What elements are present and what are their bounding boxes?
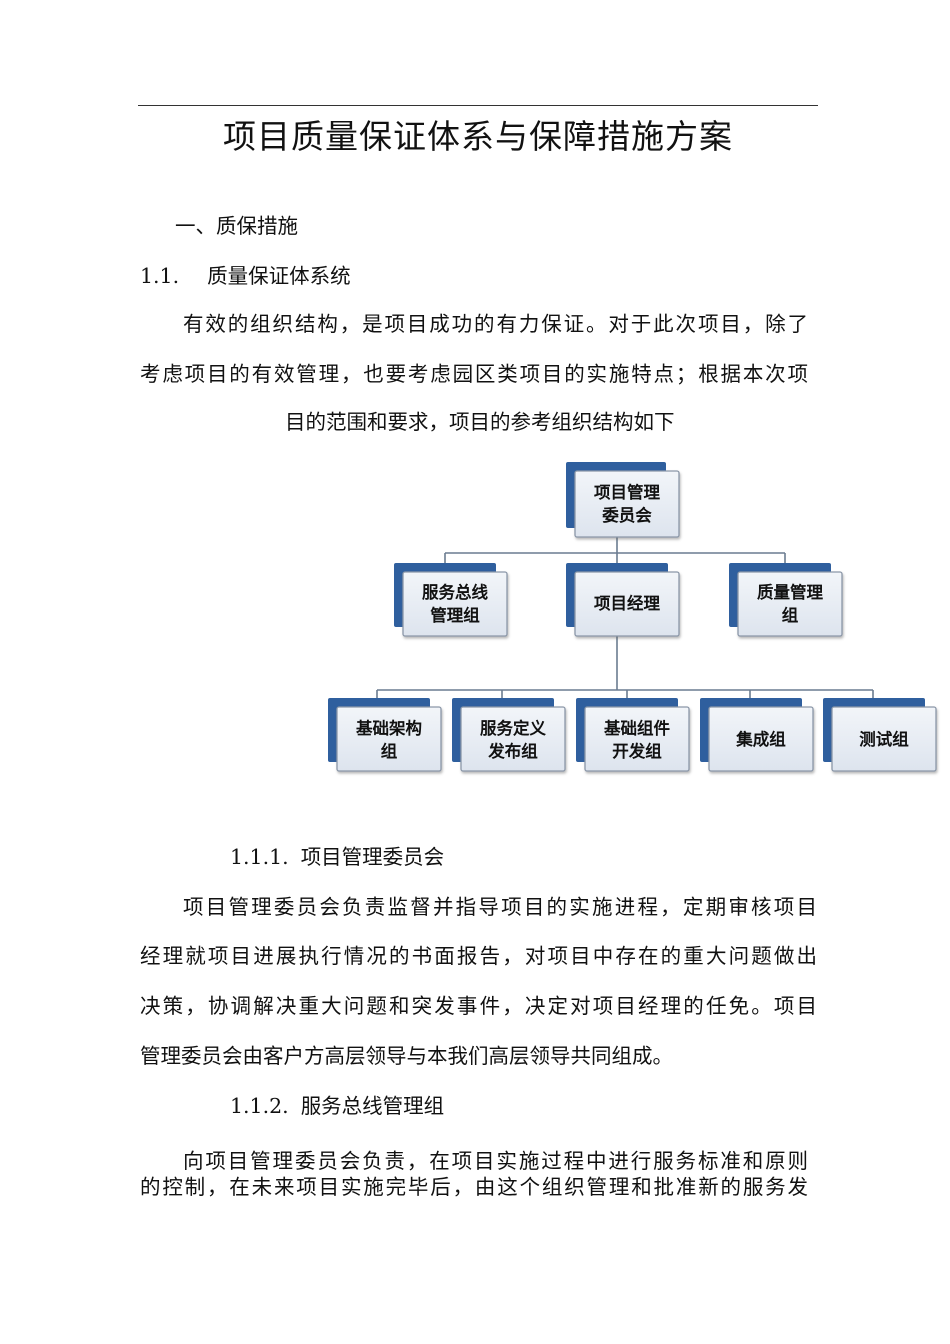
subsection-heading-1-1-1: 1.1.1. 项目管理委员会 [230,847,444,868]
subsection-heading-1-1-2: 1.1.2. 服务总线管理组 [230,1096,444,1117]
section-title: 项目管理委员会 [300,845,445,869]
header-rule [138,105,818,106]
node-label: 基础组件 [604,718,671,738]
node-label: 基础架构 [356,718,422,738]
section-heading-1-1: 1.1. 质量保证体系统 [140,266,351,287]
section-number: 1.1.2. [230,1094,289,1118]
org-node-committee: 项目管理 委员会 [566,462,680,538]
node-label: 委员会 [601,505,652,525]
section-heading-1: 一、质保措施 [175,214,298,238]
para-112-line-2: 的控制，在未来项目实施完毕后，由这个组织管理和批准新的服务发 [140,1175,808,1199]
para-111-line-1: 项目管理委员会负责监督并指导项目的实施进程，定期审核项目 [183,895,817,919]
org-chart: 项目管理 委员会 服务总线 管理组 项目经理 质量管理 组 基础架构 组 服务定… [328,462,937,772]
org-node-infrastructure: 基础架构 组 [328,698,442,772]
para-111-line-4: 管理委员会由客户方高层领导与本我们高层领导共同组成。 [140,1044,673,1068]
node-label: 发布组 [487,741,538,761]
org-node-testing: 测试组 [823,698,937,772]
node-label: 服务定义 [480,718,547,738]
node-label: 项目管理 [594,482,661,502]
org-node-base-components: 基础组件 开发组 [576,698,690,772]
intro-line-1: 有效的组织结构，是项目成功的有力保证。对于此次项目，除了 [183,312,808,336]
section-number: 1.1. [140,264,180,288]
org-node-service-definition: 服务定义 发布组 [452,698,566,772]
para-111-line-3: 决策，协调解决重大问题和突发事件，决定对项目经理的任免。项目 [140,994,817,1018]
node-label: 开发组 [612,741,662,761]
para-111-line-2: 经理就项目进展执行情况的书面报告，对项目中存在的重大问题做出 [140,944,817,968]
org-node-integration: 集成组 [700,698,814,772]
node-label: 组 [381,741,398,761]
intro-line-3: 目的范围和要求，项目的参考组织结构如下 [285,410,675,434]
section-title: 质量保证体系统 [207,264,351,288]
org-node-project-manager: 项目经理 [566,563,680,637]
node-label: 组 [782,605,799,625]
node-label: 管理组 [430,605,480,625]
document-title: 项目质量保证体系与保障措施方案 [223,117,733,156]
node-label: 服务总线 [422,582,489,602]
section-number: 1.1.1. [230,845,289,869]
node-label: 集成组 [735,729,786,749]
intro-line-2: 考虑项目的有效管理，也要考虑园区类项目的实施特点；根据本次项 [140,362,808,386]
node-label: 测试组 [859,729,909,749]
para-112-line-1: 向项目管理委员会负责，在项目实施过程中进行服务标准和原则 [183,1149,808,1173]
node-label: 质量管理 [757,582,824,602]
org-node-quality: 质量管理 组 [729,563,843,637]
org-node-service-bus: 服务总线 管理组 [394,563,508,637]
section-title: 服务总线管理组 [300,1094,445,1118]
node-label: 项目经理 [594,593,661,613]
